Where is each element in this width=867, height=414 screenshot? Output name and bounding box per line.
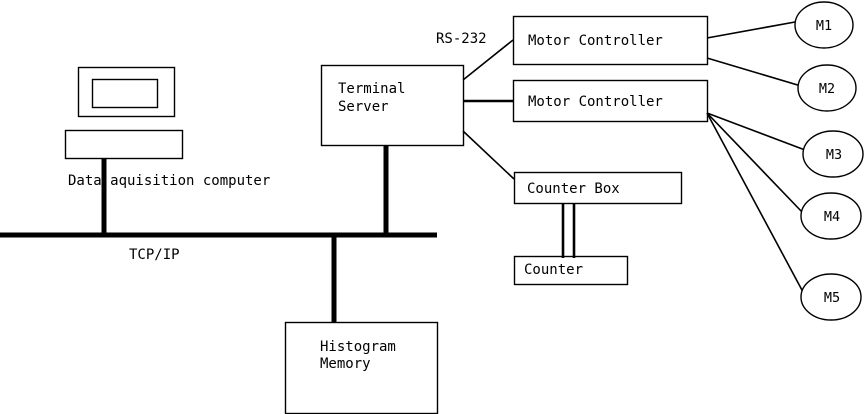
motor-1-label: M1: [816, 18, 832, 34]
motor-controller-2-label: Motor Controller: [528, 94, 663, 110]
link-motor-controller-2-to-motor-4: [706, 112, 804, 214]
motor-2-ellipse[interactable]: [797, 64, 857, 112]
motor-1-ellipse[interactable]: [794, 1, 854, 49]
tcpip-link-label: TCP/IP: [129, 247, 180, 263]
terminal-server-box[interactable]: [320, 64, 465, 147]
motor-3-label: M3: [826, 147, 842, 163]
link-motor-controller-2-to-motor-3: [706, 112, 806, 151]
motor-controller-1-box[interactable]: [512, 15, 709, 66]
motor-5-ellipse[interactable]: [800, 273, 862, 321]
motor-4-ellipse[interactable]: [800, 192, 862, 240]
histogram-memory-label-line2: Memory: [320, 356, 371, 372]
motor-2-label: M2: [819, 81, 835, 97]
link-motor-controller-2-to-motor-5: [706, 112, 804, 293]
link-motor-controller-1-to-motor-2: [706, 57, 802, 87]
motor-4-label: M4: [824, 209, 840, 225]
terminal-server-label-line1: Terminal: [338, 81, 405, 97]
computer-base-chassis: [64, 129, 184, 160]
counter-box-box[interactable]: [513, 171, 683, 205]
link-motor-controller-1-to-motor-1: [706, 21, 796, 39]
motor-3-ellipse[interactable]: [802, 130, 864, 178]
histogram-memory-box[interactable]: [284, 321, 439, 414]
monitor-screen: [91, 78, 159, 109]
counter-box-label: Counter Box: [527, 181, 620, 197]
computer-caption-label: Data aquisition computer: [68, 173, 270, 189]
link-terminal-server-to-counter-box: [462, 130, 515, 180]
terminal-server-label-line2: Server: [338, 99, 389, 115]
motor-controller-2-box[interactable]: [512, 79, 709, 123]
link-terminal-server-to-motor-controller-1: [462, 39, 514, 81]
motor-controller-1-label: Motor Controller: [528, 33, 663, 49]
rs232-link-label: RS-232: [436, 31, 487, 47]
motor-5-label: M5: [824, 290, 840, 306]
counter-label: Counter: [524, 262, 583, 278]
histogram-memory-label-line1: Histogram: [320, 339, 396, 355]
counter-box[interactable]: [513, 255, 629, 286]
